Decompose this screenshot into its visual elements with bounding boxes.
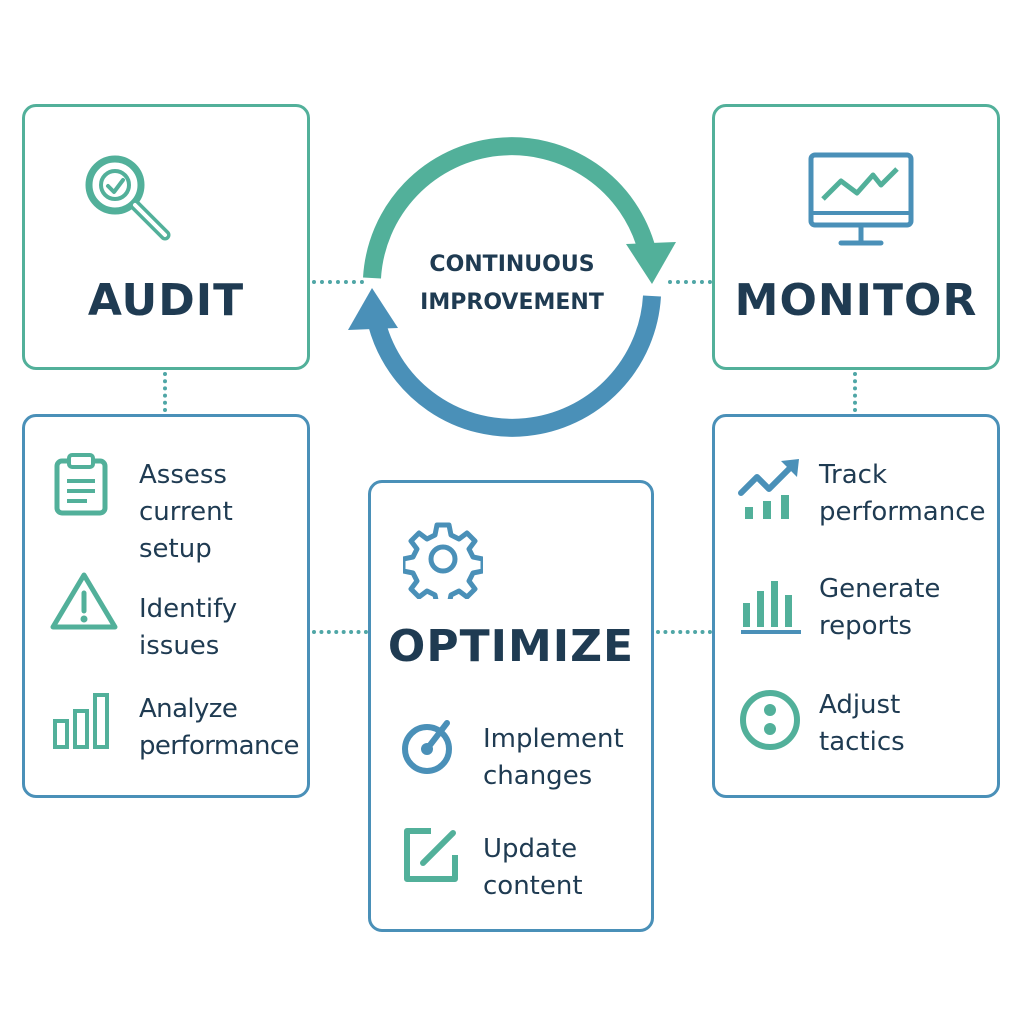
audit-details-card: Assess current setup Identify issues Ana…	[22, 414, 310, 798]
connector-cycle-monitor	[668, 280, 712, 284]
monitor-item-1: Track performance	[819, 460, 986, 527]
connector-optimize-monitor	[656, 630, 712, 634]
magnifier-check-icon	[85, 155, 171, 241]
audit-item-1: Assess current setup	[139, 460, 233, 564]
monitor-title: MONITOR	[734, 275, 978, 326]
audit-card: AUDIT	[22, 104, 310, 370]
connector-monitor-details	[853, 372, 857, 412]
warning-icon	[50, 572, 118, 630]
target-icon	[402, 720, 452, 774]
bar-chart-icon	[741, 581, 801, 634]
monitor-chart-icon	[808, 152, 914, 246]
connector-audit-optimize	[312, 630, 368, 634]
optimize-title: OPTIMIZE	[387, 621, 635, 672]
audit-item-2: Identify issues	[139, 594, 238, 661]
connector-audit-details	[163, 372, 167, 412]
cycle-label-line1: CONTINUOUS	[429, 252, 595, 277]
trend-chart-icon	[738, 459, 799, 519]
optimize-item-2: Update content	[483, 834, 583, 901]
bar-chart-icon	[53, 693, 109, 749]
adjust-circle-icon	[740, 690, 800, 750]
monitor-card: MONITOR	[712, 104, 1000, 370]
cycle-arrows-icon	[348, 137, 676, 437]
clipboard-icon	[54, 453, 108, 516]
monitor-item-2: Generate reports	[819, 574, 941, 641]
connector-audit-cycle	[312, 280, 364, 284]
monitor-details-card: Track performance Generate reports Adjus…	[712, 414, 1000, 798]
optimize-card: OPTIMIZE Implement changes Update conten…	[368, 480, 654, 932]
cycle-label-line2: IMPROVEMENT	[420, 290, 604, 315]
optimize-item-1: Implement changes	[483, 724, 624, 791]
gear-icon	[403, 522, 483, 599]
audit-item-3: Analyze performance	[139, 694, 300, 761]
monitor-item-3: Adjust tactics	[819, 690, 905, 757]
edit-icon	[404, 828, 458, 882]
audit-title: AUDIT	[87, 275, 245, 326]
